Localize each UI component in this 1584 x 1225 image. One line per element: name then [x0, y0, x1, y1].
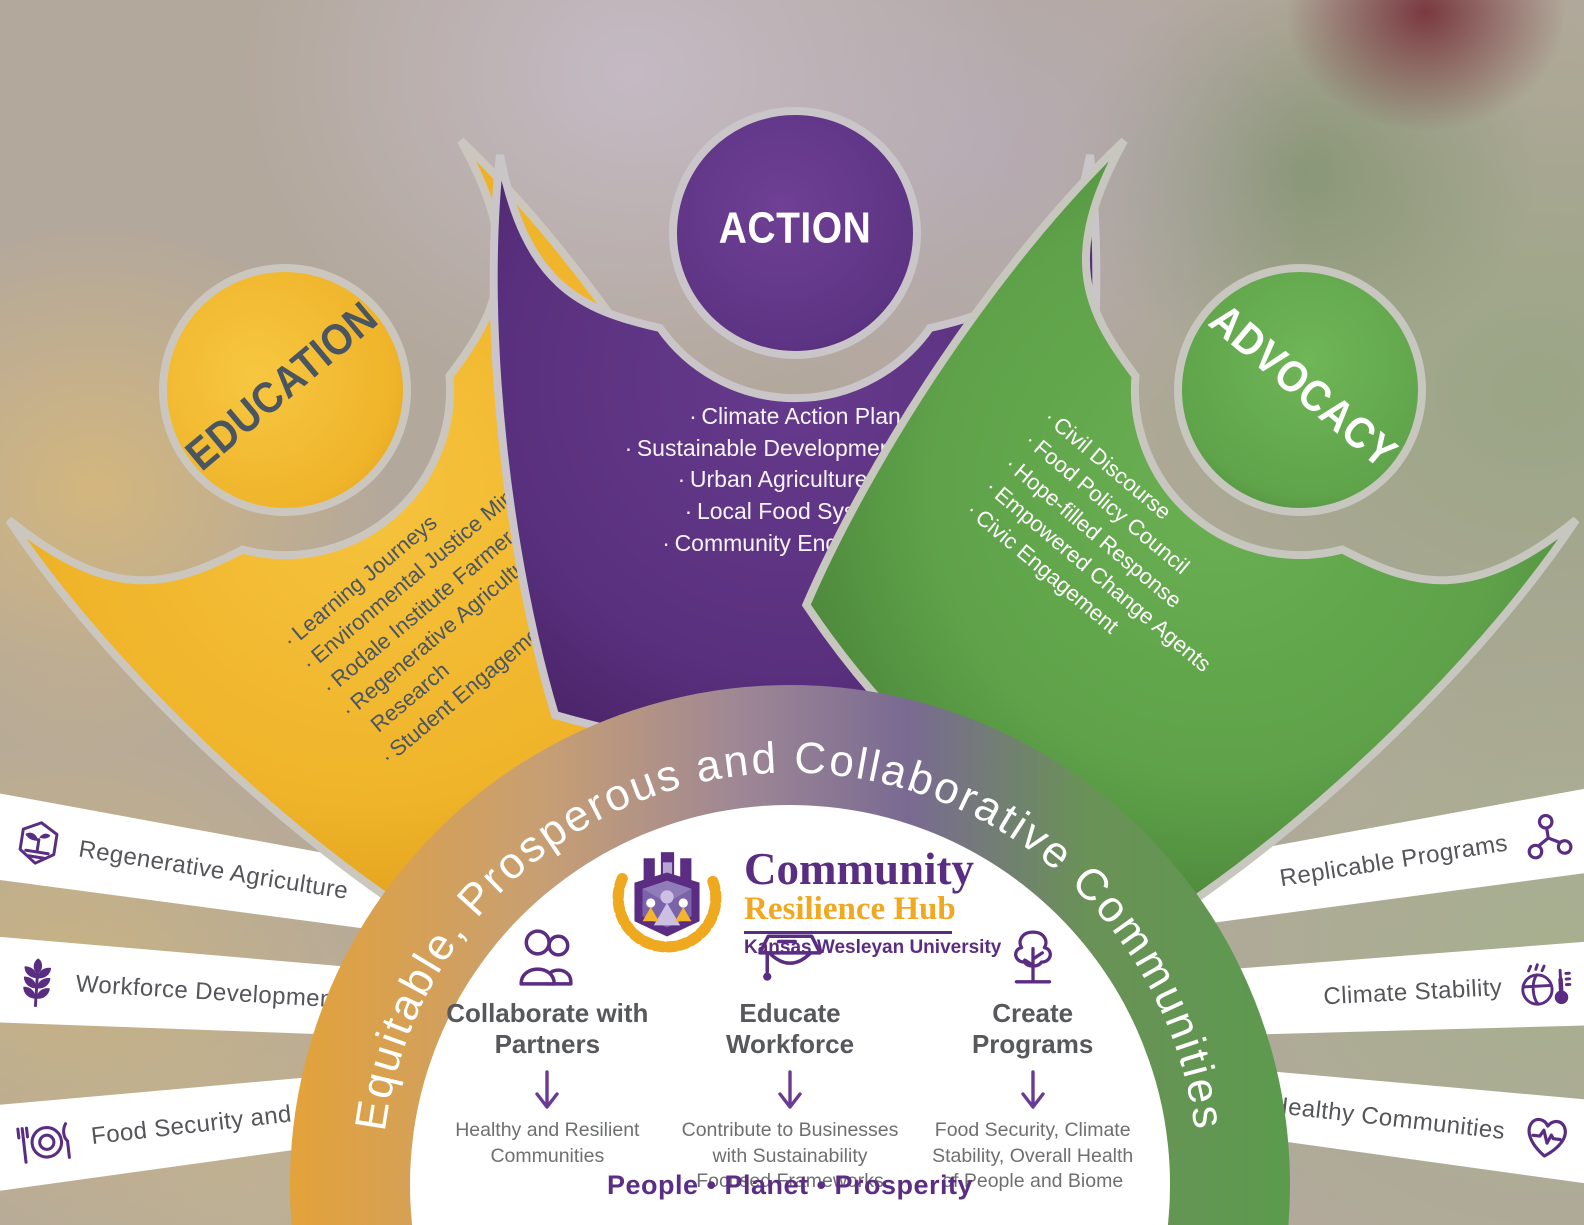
people-icon: [519, 929, 573, 986]
plate-cutlery-icon: [11, 1115, 78, 1170]
logo-line1: Community: [744, 843, 975, 894]
column-educate: Educate Workforce Contribute to Business…: [681, 928, 900, 1194]
column-collaborate: Collaborate with Partners Healthy and Re…: [438, 928, 657, 1194]
graduation-cap-icon: [758, 934, 822, 981]
heart-pulse-icon: [1518, 1109, 1575, 1165]
action-label: ACTION: [718, 204, 872, 253]
ray-replicable-programs: Replicable Programs: [1076, 781, 1584, 954]
column-create: Create Programs Food Security, Climate S…: [923, 928, 1142, 1194]
column-title: Collaborate with Partners: [446, 998, 649, 1060]
ray-workforce-development: Workforce Development: [0, 936, 550, 1056]
tree-icon: [1013, 930, 1052, 984]
ray-healthy-communities: Healthy Communities: [1075, 1041, 1584, 1190]
down-arrow-icon: [778, 1070, 802, 1110]
logo-line2: Resilience Hub: [744, 890, 956, 927]
ray-food-security-and-equity: Food Security and Equity: [0, 1043, 549, 1192]
down-arrow-icon: [535, 1070, 560, 1110]
regenerative-agriculture-icon: [10, 814, 67, 871]
ray-regenerative-agriculture: Regenerative Agriculture: [0, 793, 548, 966]
column-result: Healthy and Resilient Communities: [455, 1119, 640, 1167]
ray-climate-stability: Climate Stability: [1075, 938, 1584, 1053]
tagline: People • Planet • Prosperity: [606, 1170, 973, 1200]
network-nodes-icon: [1519, 808, 1576, 865]
outcome-columns: Collaborate with Partners Healthy and Re…: [438, 928, 1142, 1194]
wheat-icon: [12, 956, 61, 1009]
column-title: Create Programs: [971, 998, 1094, 1060]
down-arrow-icon: [1020, 1070, 1045, 1110]
globe-thermometer-icon: [1517, 959, 1574, 1012]
column-title: Educate Workforce: [725, 998, 855, 1060]
list-item: Climate Action Plan: [595, 401, 995, 433]
